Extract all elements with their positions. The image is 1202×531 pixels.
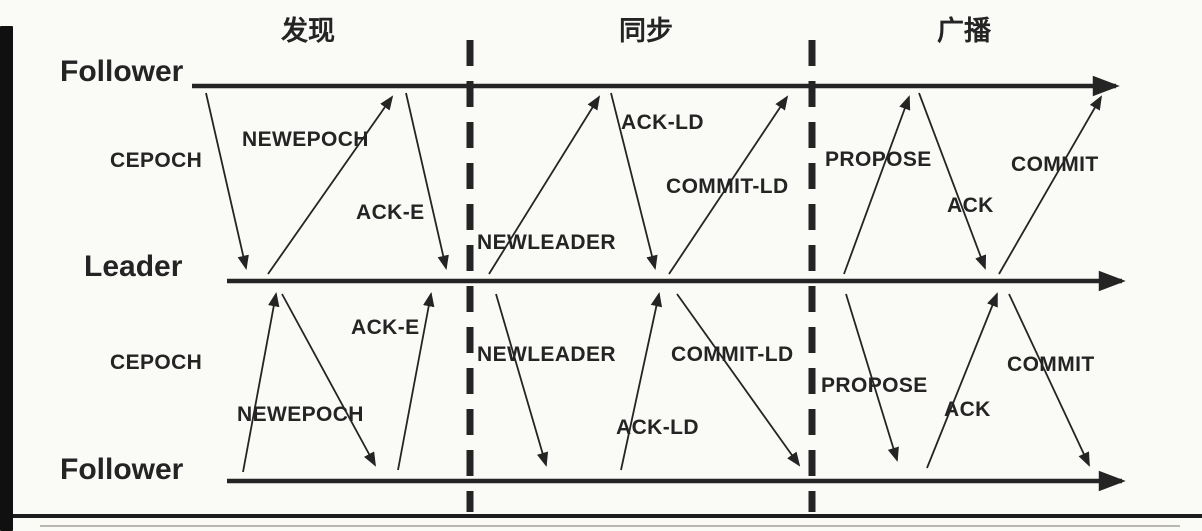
message-label-commit-9: COMMIT <box>1011 153 1099 176</box>
phase-title-1: 发现 <box>280 15 335 46</box>
message-label-cepoch-1: CEPOCH <box>110 149 202 172</box>
lifeline-label-leader-2: Leader <box>84 250 183 283</box>
message-arrow-newepoch-11 <box>281 293 376 467</box>
message-arrow-propose-16 <box>845 293 899 462</box>
phase-title-3: 广播 <box>937 16 992 46</box>
phase-titles-group: 发现 同步 广播 <box>280 15 992 46</box>
phase-dividers-group <box>466 40 816 512</box>
message-arrow-ack-ld-14 <box>620 292 663 471</box>
message-arrow-propose-7 <box>843 95 911 275</box>
message-arrow-ack-e-12 <box>397 292 435 471</box>
phase-title-2: 同步 <box>619 16 673 46</box>
message-arrow-ack-8 <box>918 92 987 270</box>
message-label-commit-18: COMMIT <box>1007 353 1095 376</box>
message-arrow-cepoch-10 <box>242 292 280 473</box>
lifeline-label-follower-3: Follower <box>60 453 184 486</box>
message-arrow-newleader-4 <box>488 95 601 275</box>
page-bottom-rule-secondary <box>40 525 1180 527</box>
message-label-ack-e-12: ACK-E <box>351 316 420 339</box>
message-label-newepoch-11: NEWEPOCH <box>237 403 364 426</box>
message-label-newepoch-2: NEWEPOCH <box>242 128 369 151</box>
messages-group: CEPOCH NEWEPOCH ACK-E NEWLEADER ACK-LD COMMIT… <box>110 92 1103 473</box>
message-arrow-ack-e-3 <box>405 92 449 270</box>
message-label-cepoch-10: CEPOCH <box>110 351 202 374</box>
message-arrow-commit-ld-6 <box>668 95 789 275</box>
message-label-newleader-4: NEWLEADER <box>477 231 616 254</box>
message-arrow-ack-ld-5 <box>610 92 658 270</box>
message-arrow-ack-17 <box>926 292 998 469</box>
message-arrow-commit-18 <box>1008 293 1090 467</box>
message-label-ack-e-3: ACK-E <box>356 201 425 224</box>
message-label-commit-ld-6: COMMIT-LD <box>666 175 789 198</box>
page-left-border <box>0 26 13 531</box>
message-arrow-newleader-13 <box>495 293 549 467</box>
message-arrow-newepoch-2 <box>267 95 394 275</box>
message-label-ack-ld-14: ACK-LD <box>616 416 699 439</box>
message-label-ack-ld-5: ACK-LD <box>621 111 704 134</box>
page-bottom-rule <box>13 514 1202 518</box>
message-label-propose-7: PROPOSE <box>825 148 932 171</box>
lifeline-label-follower-1: Follower <box>60 55 184 88</box>
message-arrow-commit-9 <box>998 95 1103 275</box>
message-label-commit-ld-15: COMMIT-LD <box>671 343 794 366</box>
message-label-newleader-13: NEWLEADER <box>477 343 616 366</box>
message-label-ack-8: ACK <box>947 194 994 217</box>
message-label-propose-16: PROPOSE <box>821 374 928 397</box>
message-label-ack-17: ACK <box>944 398 991 421</box>
message-arrow-commit-ld-15 <box>676 293 801 467</box>
message-arrow-cepoch-1 <box>205 92 249 270</box>
